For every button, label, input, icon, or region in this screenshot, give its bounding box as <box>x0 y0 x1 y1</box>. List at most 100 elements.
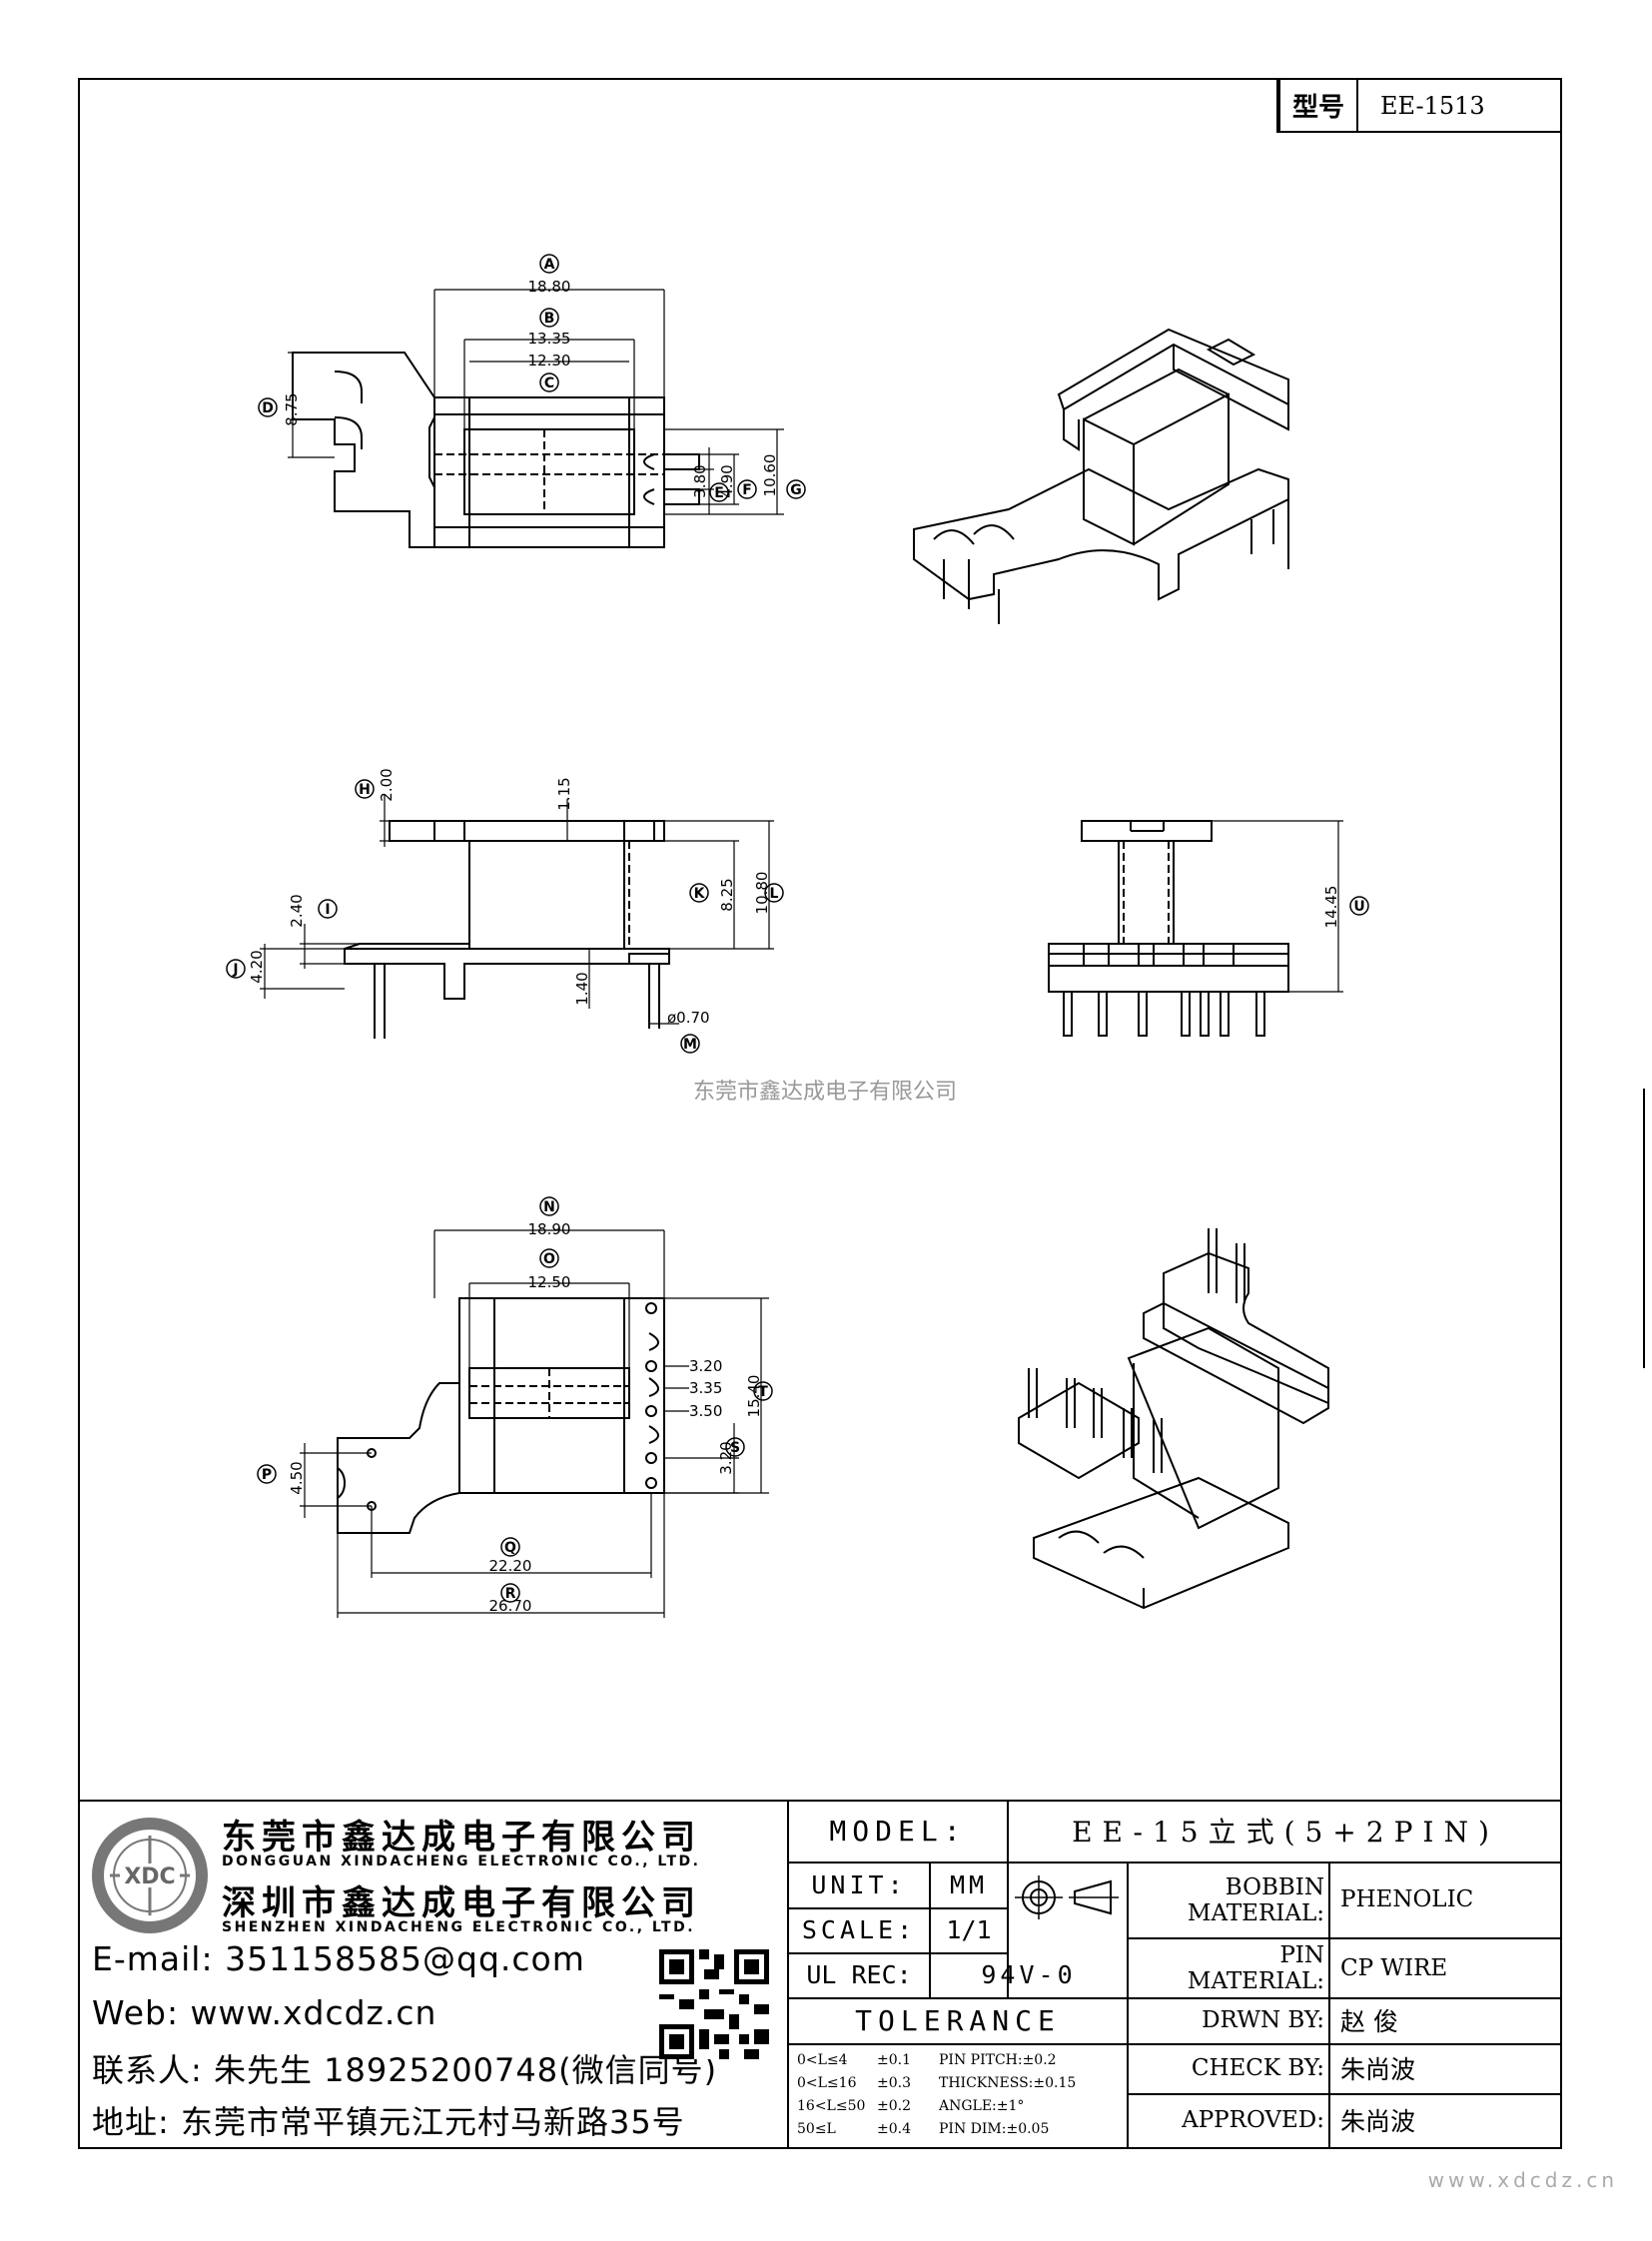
dim-p: 4.50 <box>288 1461 306 1494</box>
side-view <box>260 794 774 1039</box>
dim-n: 18.90 <box>528 1220 571 1238</box>
dim-pitch-2: 3.35 <box>689 1379 722 1397</box>
dim-pitch-1: 3.20 <box>689 1357 722 1375</box>
dimension-label-text: A B C D E F G H I J K L M U N O P Q R S … <box>232 257 1364 1602</box>
footer-url: www.xdcdz.cn <box>1428 2168 1618 2192</box>
label-d: D <box>262 400 274 416</box>
label-r: R <box>505 1586 516 1602</box>
dim-o: 12.50 <box>528 1273 571 1291</box>
label-a: A <box>544 257 555 273</box>
bottom-view <box>300 1229 769 1618</box>
dim-base: 1.40 <box>573 972 591 1005</box>
label-m: M <box>683 1037 697 1053</box>
label-h: H <box>359 782 371 798</box>
company-email: E-mail: 351158585@qq.com <box>92 1939 585 1978</box>
check-by-label: CHECK BY: <box>1191 2055 1324 2081</box>
company-name-en-2: SHENZHEN XINDACHENG ELECTRONIC CO., LTD. <box>222 1919 696 1935</box>
company-name-en-1: DONGGUAN XINDACHENG ELECTRONIC CO., LTD. <box>222 1854 701 1869</box>
header-model-label: 型号 <box>1291 93 1344 123</box>
model-value: EE-15立式(5+2PIN) <box>1072 1816 1499 1849</box>
unit-label: UNIT: <box>811 1869 907 1899</box>
ul-label: UL REC: <box>806 1960 912 1989</box>
drawn-by-value: 赵 俊 <box>1340 2007 1398 2036</box>
label-b: B <box>544 311 555 327</box>
watermark: 东莞市鑫达成电子有限公司 <box>693 1080 957 1105</box>
dim-g: 10.60 <box>761 454 779 497</box>
qr-code-icon <box>659 1949 769 2059</box>
dim-e: 3.80 <box>691 464 709 497</box>
dim-c: 12.30 <box>528 352 571 370</box>
drawn-by-label: DRWN BY: <box>1202 2007 1324 2033</box>
dim-h: 2.00 <box>378 768 396 801</box>
title-block: MODEL: EE-15立式(5+2PIN) UNIT: MM SCALE: 1… <box>787 1800 1562 2149</box>
dim-u: 14.45 <box>1322 886 1340 929</box>
ul-value: 94V-0 <box>981 1960 1077 1989</box>
model-label: MODEL: <box>829 1814 967 1848</box>
label-g: G <box>790 482 802 498</box>
dim-k: 8.25 <box>718 878 736 911</box>
label-i: I <box>325 902 330 918</box>
label-e: E <box>714 485 724 501</box>
label-c: C <box>544 375 554 391</box>
label-k: K <box>694 886 706 902</box>
scale-value: 1/1 <box>946 1915 992 1944</box>
top-view <box>288 289 784 548</box>
header-model-value: EE-1513 <box>1380 91 1485 120</box>
end-view <box>1048 820 1343 1037</box>
unit-value: MM <box>949 1869 989 1899</box>
dim-l: 10.80 <box>753 872 771 915</box>
company-address: 地址: 东莞市常平镇元江元村马新路35号 <box>92 2103 685 2141</box>
approved-label: APPROVED: <box>1182 2107 1324 2133</box>
dim-i: 2.40 <box>288 894 306 927</box>
scale-label: SCALE: <box>801 1915 917 1944</box>
dim-d: 8.75 <box>283 392 301 425</box>
dim-q: 22.20 <box>489 1557 532 1575</box>
company-name-cn-1: 东莞市鑫达成电子有限公司 <box>222 1818 701 1858</box>
dim-m: ø0.70 <box>667 1009 710 1027</box>
label-p: P <box>262 1467 272 1483</box>
dim-r: 26.70 <box>489 1597 532 1615</box>
tolerance-label: TOLERANCE <box>855 2003 1061 2037</box>
label-o: O <box>543 1251 555 1267</box>
bobbin-material-value: PHENOLIC <box>1340 1886 1474 1912</box>
label-n: N <box>543 1199 555 1215</box>
dimension-labels <box>226 254 1369 1603</box>
label-f: F <box>742 482 752 498</box>
label-j: J <box>232 962 238 978</box>
dim-s: 3.20 <box>717 1441 735 1474</box>
approved-value: 朱尚波 <box>1340 2107 1416 2136</box>
dim-pitch-3: 3.50 <box>689 1402 722 1420</box>
projection-symbol-icon <box>1015 1875 1119 1919</box>
dim-b: 13.35 <box>528 330 571 348</box>
check-by-value: 朱尚波 <box>1340 2055 1416 2084</box>
drawing-frame <box>78 78 1562 2149</box>
company-web: Web: www.xdcdz.cn <box>92 1993 437 2032</box>
dim-t: 15.40 <box>745 1375 763 1418</box>
label-l: L <box>770 886 779 902</box>
label-s: S <box>730 1440 740 1456</box>
company-contact: 联系人: 朱先生 18925200748(微信同号) <box>92 2051 718 2089</box>
company-block: XDC 东莞市鑫达成电子有限公司 DONGGUAN XINDACHENG ELE… <box>78 1800 789 2147</box>
label-q: Q <box>504 1540 516 1556</box>
dim-j: 4.20 <box>248 950 266 983</box>
dimension-values: 18.80 13.35 12.30 8.75 3.80 4.90 10.60 2… <box>248 278 1340 1615</box>
iso-view-top <box>913 328 1289 624</box>
company-logo: XDC <box>92 1818 208 1933</box>
dim-f: 4.90 <box>718 464 736 497</box>
pin-material-value: CP WIRE <box>1340 1955 1448 1981</box>
iso-view-bottom <box>1018 1228 1329 1610</box>
logo-text: XDC <box>124 1865 175 1889</box>
label-u: U <box>1353 899 1364 915</box>
label-t: T <box>758 1384 768 1400</box>
dim-a: 18.80 <box>528 278 571 296</box>
company-name-cn-2: 深圳市鑫达成电子有限公司 <box>222 1883 701 1923</box>
header-model-box: 型号 EE-1513 <box>1276 78 1562 133</box>
